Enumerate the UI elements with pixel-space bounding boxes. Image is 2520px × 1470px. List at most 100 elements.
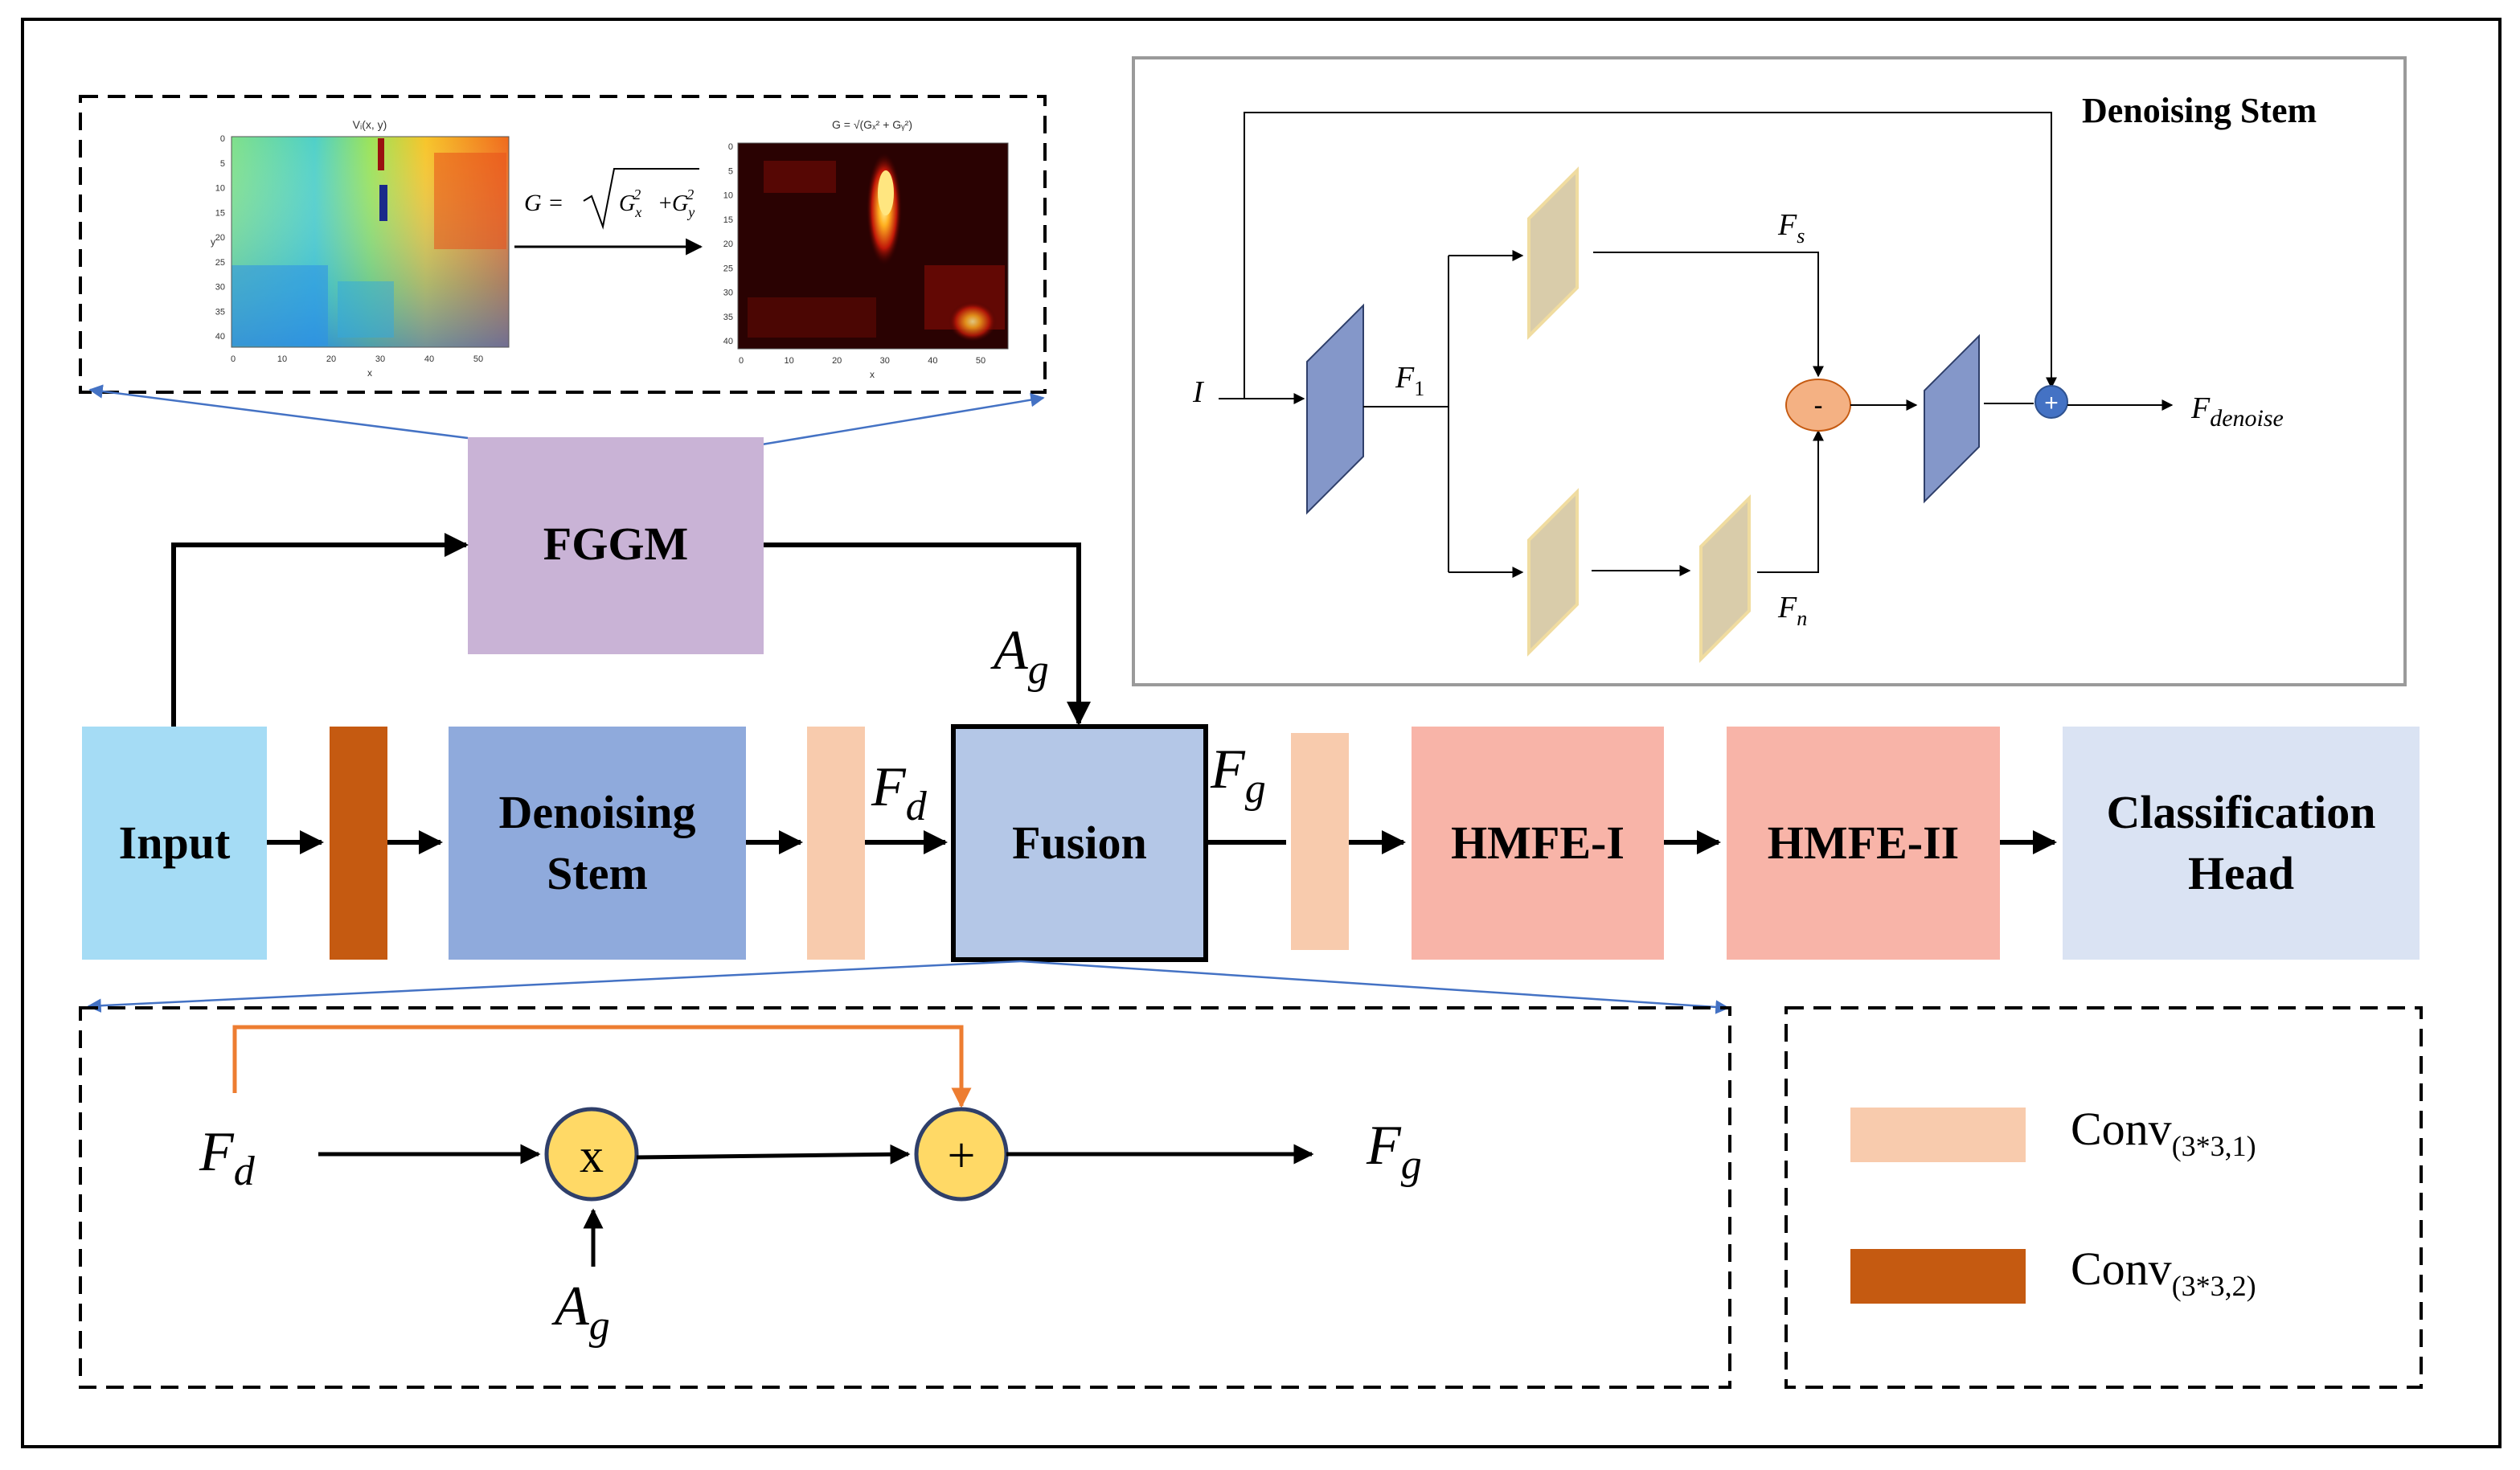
svg-text:Fg: Fg [1366,1115,1422,1188]
x-tick-label: 50 [976,356,985,366]
ds-skip-path [1244,112,2052,399]
fusion-label: Fusion [1012,817,1147,869]
y-tick-label: 40 [215,332,225,342]
ds-plus-node [2034,385,2068,419]
legend: Conv(3*3,1) Conv(3*3,2) [1784,1006,2423,1389]
x-tick-label: 30 [375,354,385,364]
ag-main-sub: g [1028,647,1049,693]
svg-text:Conv(3*3,1): Conv(3*3,1) [2071,1103,2256,1162]
ds-out-sub: denoise [2210,405,2284,432]
x-tick-label: 20 [326,354,336,364]
classification-head-label-1: Classification [2106,786,2375,838]
svg-text:G =: G = [524,190,563,216]
x-tick-label: 30 [880,356,890,366]
ds-conv-tan-bottom-1 [1527,488,1579,657]
legend-conv2-swatch [1850,1249,2026,1304]
fp-add-symbol: + [948,1128,976,1183]
fp-skip-path [232,1025,964,1098]
ds-conv-tan-top [1527,166,1579,340]
ds-f1-sub: 1 [1414,377,1424,400]
input-label: Input [119,817,231,869]
formula-g2-sup: 2 [686,186,694,203]
legend-conv1-swatch [1850,1108,2026,1162]
x-tick-label: 0 [739,356,744,366]
fg-main-label: F [1210,739,1246,801]
x-tick-label: 10 [784,356,793,366]
ds-conv-blue-2 [1924,334,1980,504]
y-tick-label: 25 [215,258,225,268]
fusion-box [951,724,1208,962]
fp-fg-sub: g [1401,1142,1422,1188]
formula-g1-sub: x [634,204,641,220]
y-tick-label: 0 [220,134,225,144]
denoising-stem-title: Denoising Stem [2082,91,2317,130]
fp-mult-node [544,1107,639,1202]
svg-text:Fd: Fd [871,756,928,829]
svg-text:+: + [658,191,673,216]
x-tick-label: 40 [424,354,434,364]
fd-main-sub: d [906,784,928,829]
fusion-left-connector [87,960,1022,1013]
y-tick-label: 20 [215,233,225,243]
denoising-stem-label-2: Stem [547,847,648,899]
legend-conv2-label: Conv [2071,1243,2172,1295]
y-tick-label: 0 [728,142,733,152]
y-tick-label: 25 [723,264,733,273]
denoising-stem-label-1: Denoising [499,786,696,838]
fggm-label: FGGM [543,518,688,570]
ds-f1: F [1395,361,1415,395]
y-tick-label: 35 [215,307,225,317]
classification-head-label-2: Head [2188,847,2294,899]
svg-text:Gy2: Gy2 [672,186,695,220]
left-x-axis-label: x [367,367,372,379]
denoising-stem-box [449,727,746,960]
right-heatmap [737,142,1009,350]
fggm-right-connector [761,392,1045,446]
fd-main-label: F [871,756,907,818]
fusion-right-connector [1020,960,1730,1014]
ds-plus-symbol: + [2044,390,2059,416]
svg-text:Fn: Fn [1777,591,1807,630]
fggm-to-fusion-path [764,543,1081,715]
fp-fg-label: F [1366,1115,1402,1177]
hmfe1-box [1412,727,1664,960]
hmfe1-label: HMFE-I [1451,817,1625,869]
conv-stride1-block-2 [1291,733,1349,950]
ds-out: F [2190,391,2211,425]
hmfe2-box [1727,727,2000,960]
y-tick-label: 35 [723,313,733,322]
y-tick-label: 15 [215,208,225,218]
input-to-fggm-path [171,543,458,727]
ds-conv-blue-1 [1306,303,1364,515]
svg-text:Ag: Ag [551,1276,610,1349]
legend-conv1-label: Conv [2071,1103,2172,1155]
ag-main-label: A [990,620,1028,682]
x-tick-label: 10 [277,354,287,364]
fp-mult-symbol: x [580,1129,604,1182]
y-tick-label: 30 [215,283,225,293]
fp-fd-sub: d [234,1149,256,1194]
formula-g2: G [672,191,688,216]
svg-text:Ag: Ag [990,620,1049,693]
left-heatmap [231,136,510,348]
formula-plus: + [658,191,673,216]
svg-text:Fg: Fg [1210,739,1266,812]
formula-g2-sub: y [686,204,695,220]
ds-fs-sub: s [1797,224,1805,248]
hmfe2-label: HMFE-II [1768,817,1959,869]
ds-conv-tan-bottom-2 [1699,494,1751,663]
input-box [82,727,267,960]
conv-stride1-block-1 [807,727,865,960]
y-tick-label: 15 [723,215,733,225]
ds-fn-sub: n [1797,607,1807,630]
denoising-stem-panel-border [1132,56,2407,686]
legend-border [1784,1006,2423,1389]
x-tick-label: 20 [832,356,842,366]
gradient-formula: G = Gx 2 + Gy2 [524,168,699,230]
y-tick-label: 5 [728,166,733,176]
fp-ag-sub: g [589,1303,610,1349]
